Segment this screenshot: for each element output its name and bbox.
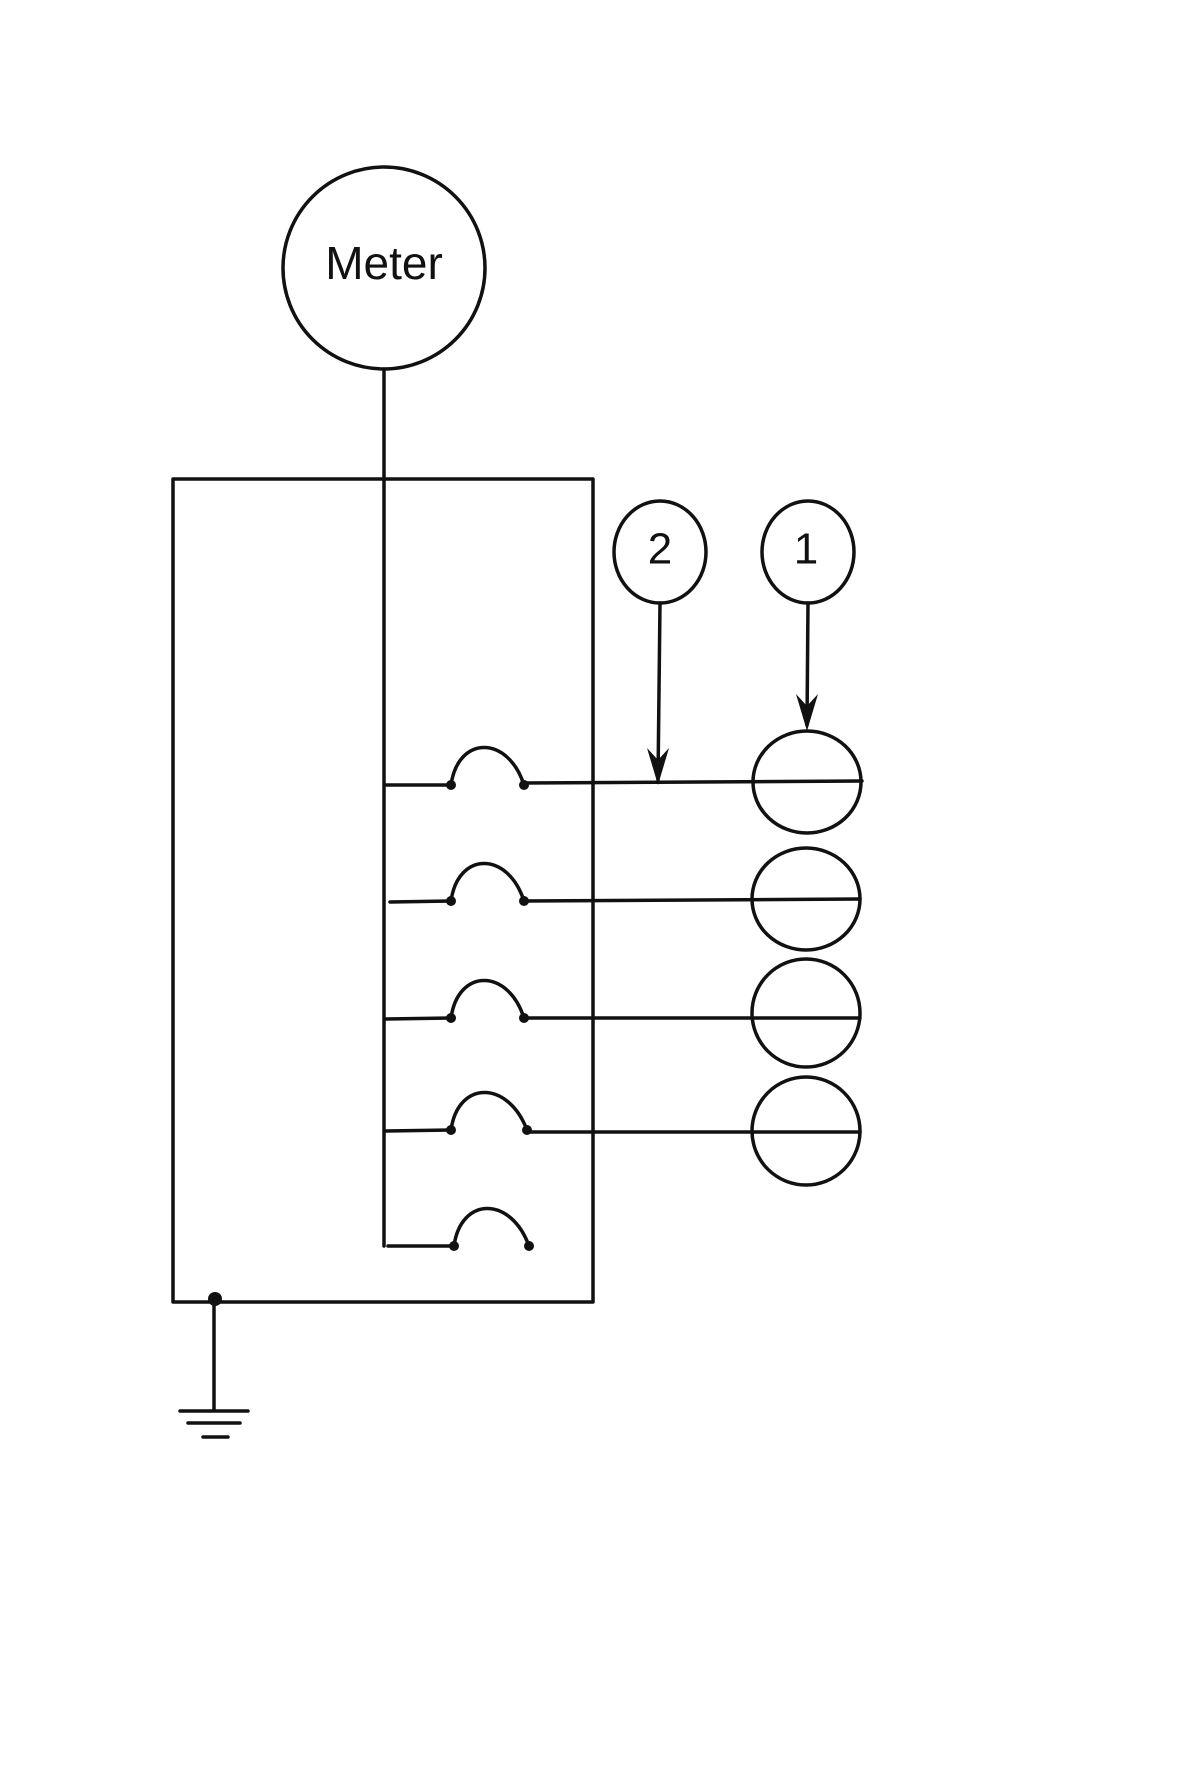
- meter: Meter: [281, 165, 487, 371]
- arrowhead-icon: [647, 748, 669, 785]
- breaker-arc: [449, 978, 526, 1020]
- breaker-arc: [449, 745, 526, 787]
- breaker: [384, 745, 864, 790]
- ground-icon: [178, 1292, 250, 1439]
- callout-leader: [656, 601, 662, 782]
- breaker-arc: [449, 861, 526, 903]
- arrowhead-icon: [796, 694, 818, 731]
- load-wire: [522, 897, 862, 903]
- callout-2: 2: [612, 499, 708, 785]
- meter-label: Meter: [325, 237, 443, 289]
- breaker-arc: [449, 1090, 529, 1132]
- breaker-group: [384, 745, 864, 1251]
- load-fixture: [750, 1075, 862, 1187]
- load-fixture: [750, 957, 862, 1069]
- panel-box: [171, 477, 595, 1304]
- callout-number: 2: [648, 525, 672, 574]
- breaker: [386, 1206, 534, 1251]
- load-fixture: [750, 846, 862, 952]
- callout-number: 1: [794, 525, 818, 574]
- callout-1: 1: [760, 499, 856, 731]
- load-group: [750, 729, 863, 1187]
- breaker-arc: [452, 1206, 531, 1248]
- breaker: [384, 978, 862, 1023]
- breaker: [384, 1090, 862, 1135]
- breaker: [388, 861, 862, 906]
- load-wire: [522, 779, 864, 785]
- callout-leader: [805, 601, 810, 727]
